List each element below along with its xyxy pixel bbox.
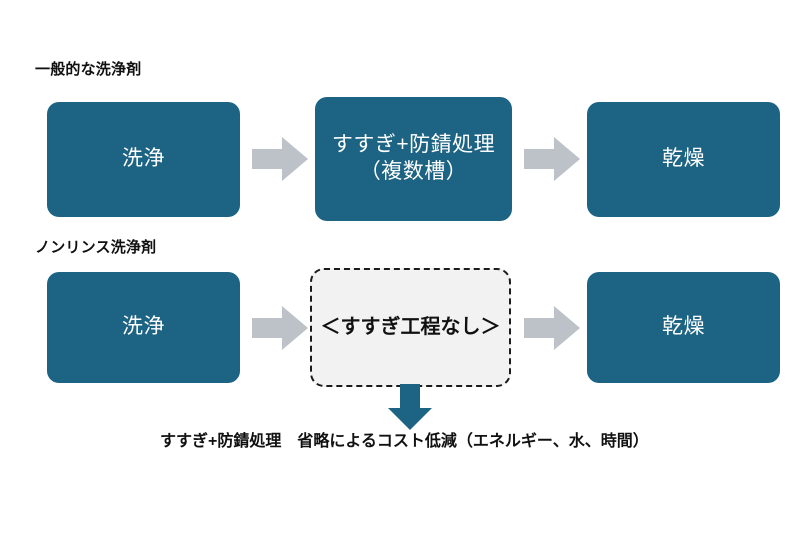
arrow-right-icon xyxy=(524,304,580,352)
arrow-right-icon xyxy=(252,135,308,183)
process-box-dry-row1[interactable]: 乾燥 xyxy=(587,102,780,217)
process-box-no-rinse-step[interactable]: ＜すすぎ工程なし＞ xyxy=(310,268,511,387)
process-box-rinse-rustproof-row1[interactable]: すすぎ+防錆処理 （複数槽） xyxy=(315,97,512,221)
process-box-wash-row1[interactable]: 洗浄 xyxy=(47,102,240,217)
rinse-line-2: （複数槽） xyxy=(359,160,468,183)
arrow-right-icon xyxy=(252,304,308,352)
process-box-dry-row2[interactable]: 乾燥 xyxy=(587,272,780,383)
rinse-line-1: すすぎ+防錆処理 xyxy=(331,133,496,157)
arrow-right-icon xyxy=(524,135,580,183)
row-label-conventional-detergent: 一般的な洗浄剤 xyxy=(35,61,142,78)
cost-reduction-caption: すすぎ+防錆処理 省略によるコスト低減（エネルギー、水、時間） xyxy=(160,433,649,450)
row-label-non-rinse-detergent: ノンリンス洗浄剤 xyxy=(35,239,157,256)
process-box-rinse-rustproof-row1-text: すすぎ+防錆処理 （複数槽） xyxy=(332,132,495,186)
arrow-down-icon xyxy=(386,384,434,430)
process-box-wash-row2[interactable]: 洗浄 xyxy=(47,272,240,383)
